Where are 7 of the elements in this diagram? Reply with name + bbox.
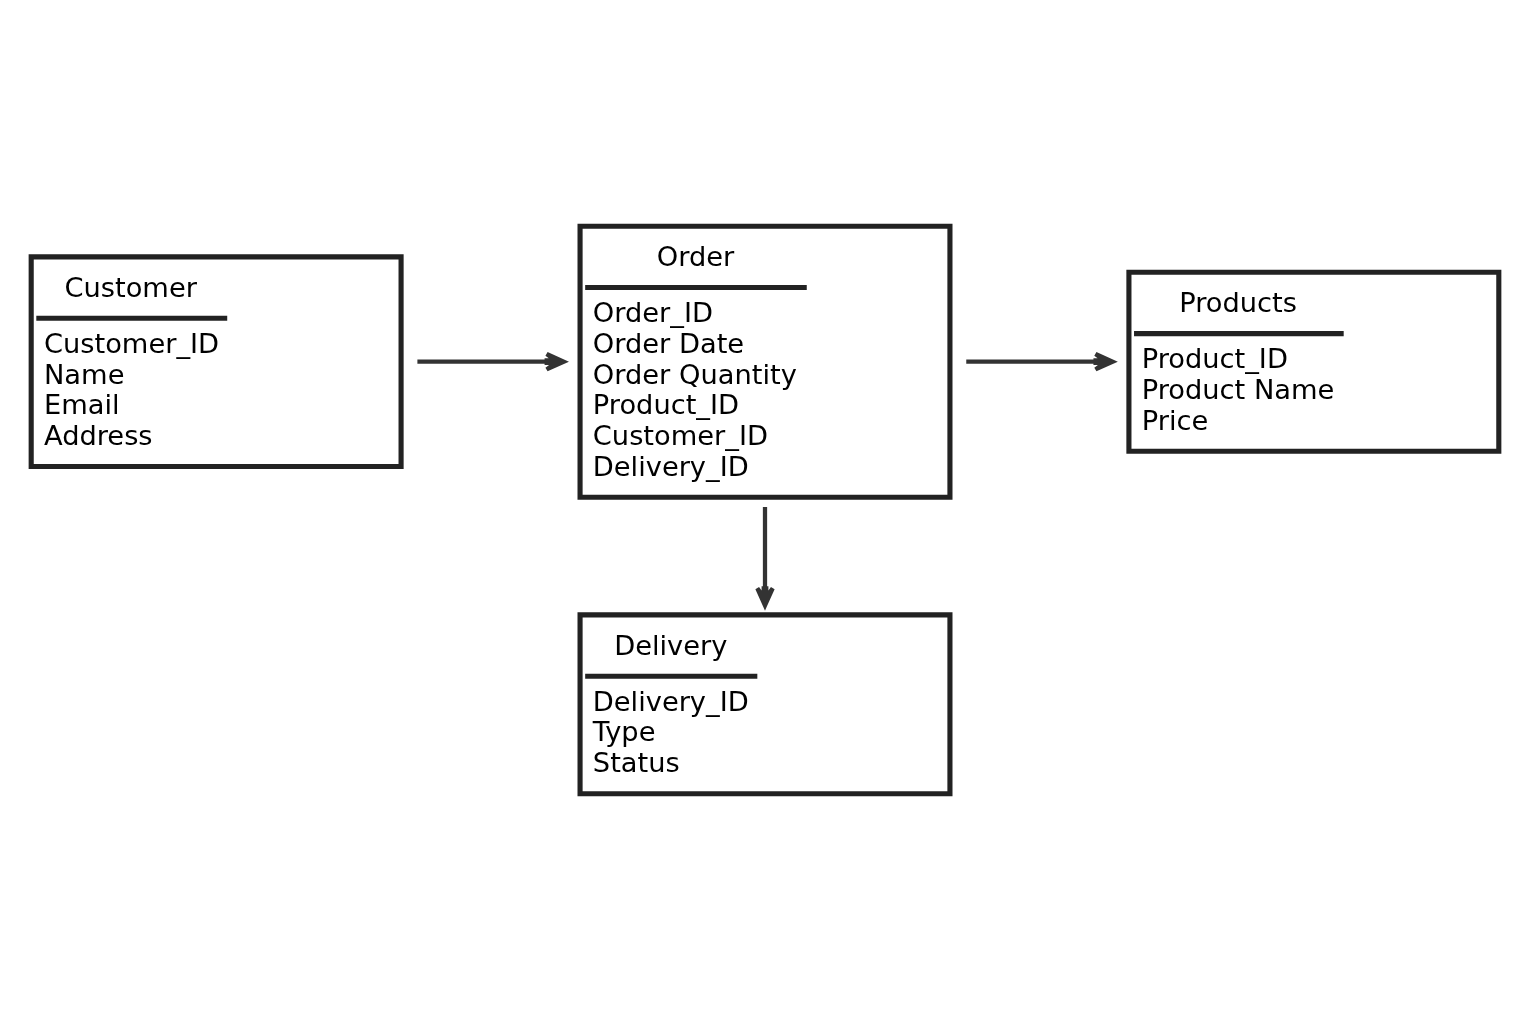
arrow — [966, 351, 1115, 372]
arrow — [417, 351, 566, 372]
arrow — [755, 507, 775, 608]
node-box: Delivery Delivery_ID Type Status — [577, 612, 953, 797]
node-box: Customer Customer_ID Name Email Address — [28, 254, 404, 470]
node-box: Order Order_ID Order Date Order Quantity Product_ID Customer_ID Delivery_ID — [577, 223, 953, 500]
node-box: Products Product_ID Product Name Price — [1126, 269, 1502, 454]
